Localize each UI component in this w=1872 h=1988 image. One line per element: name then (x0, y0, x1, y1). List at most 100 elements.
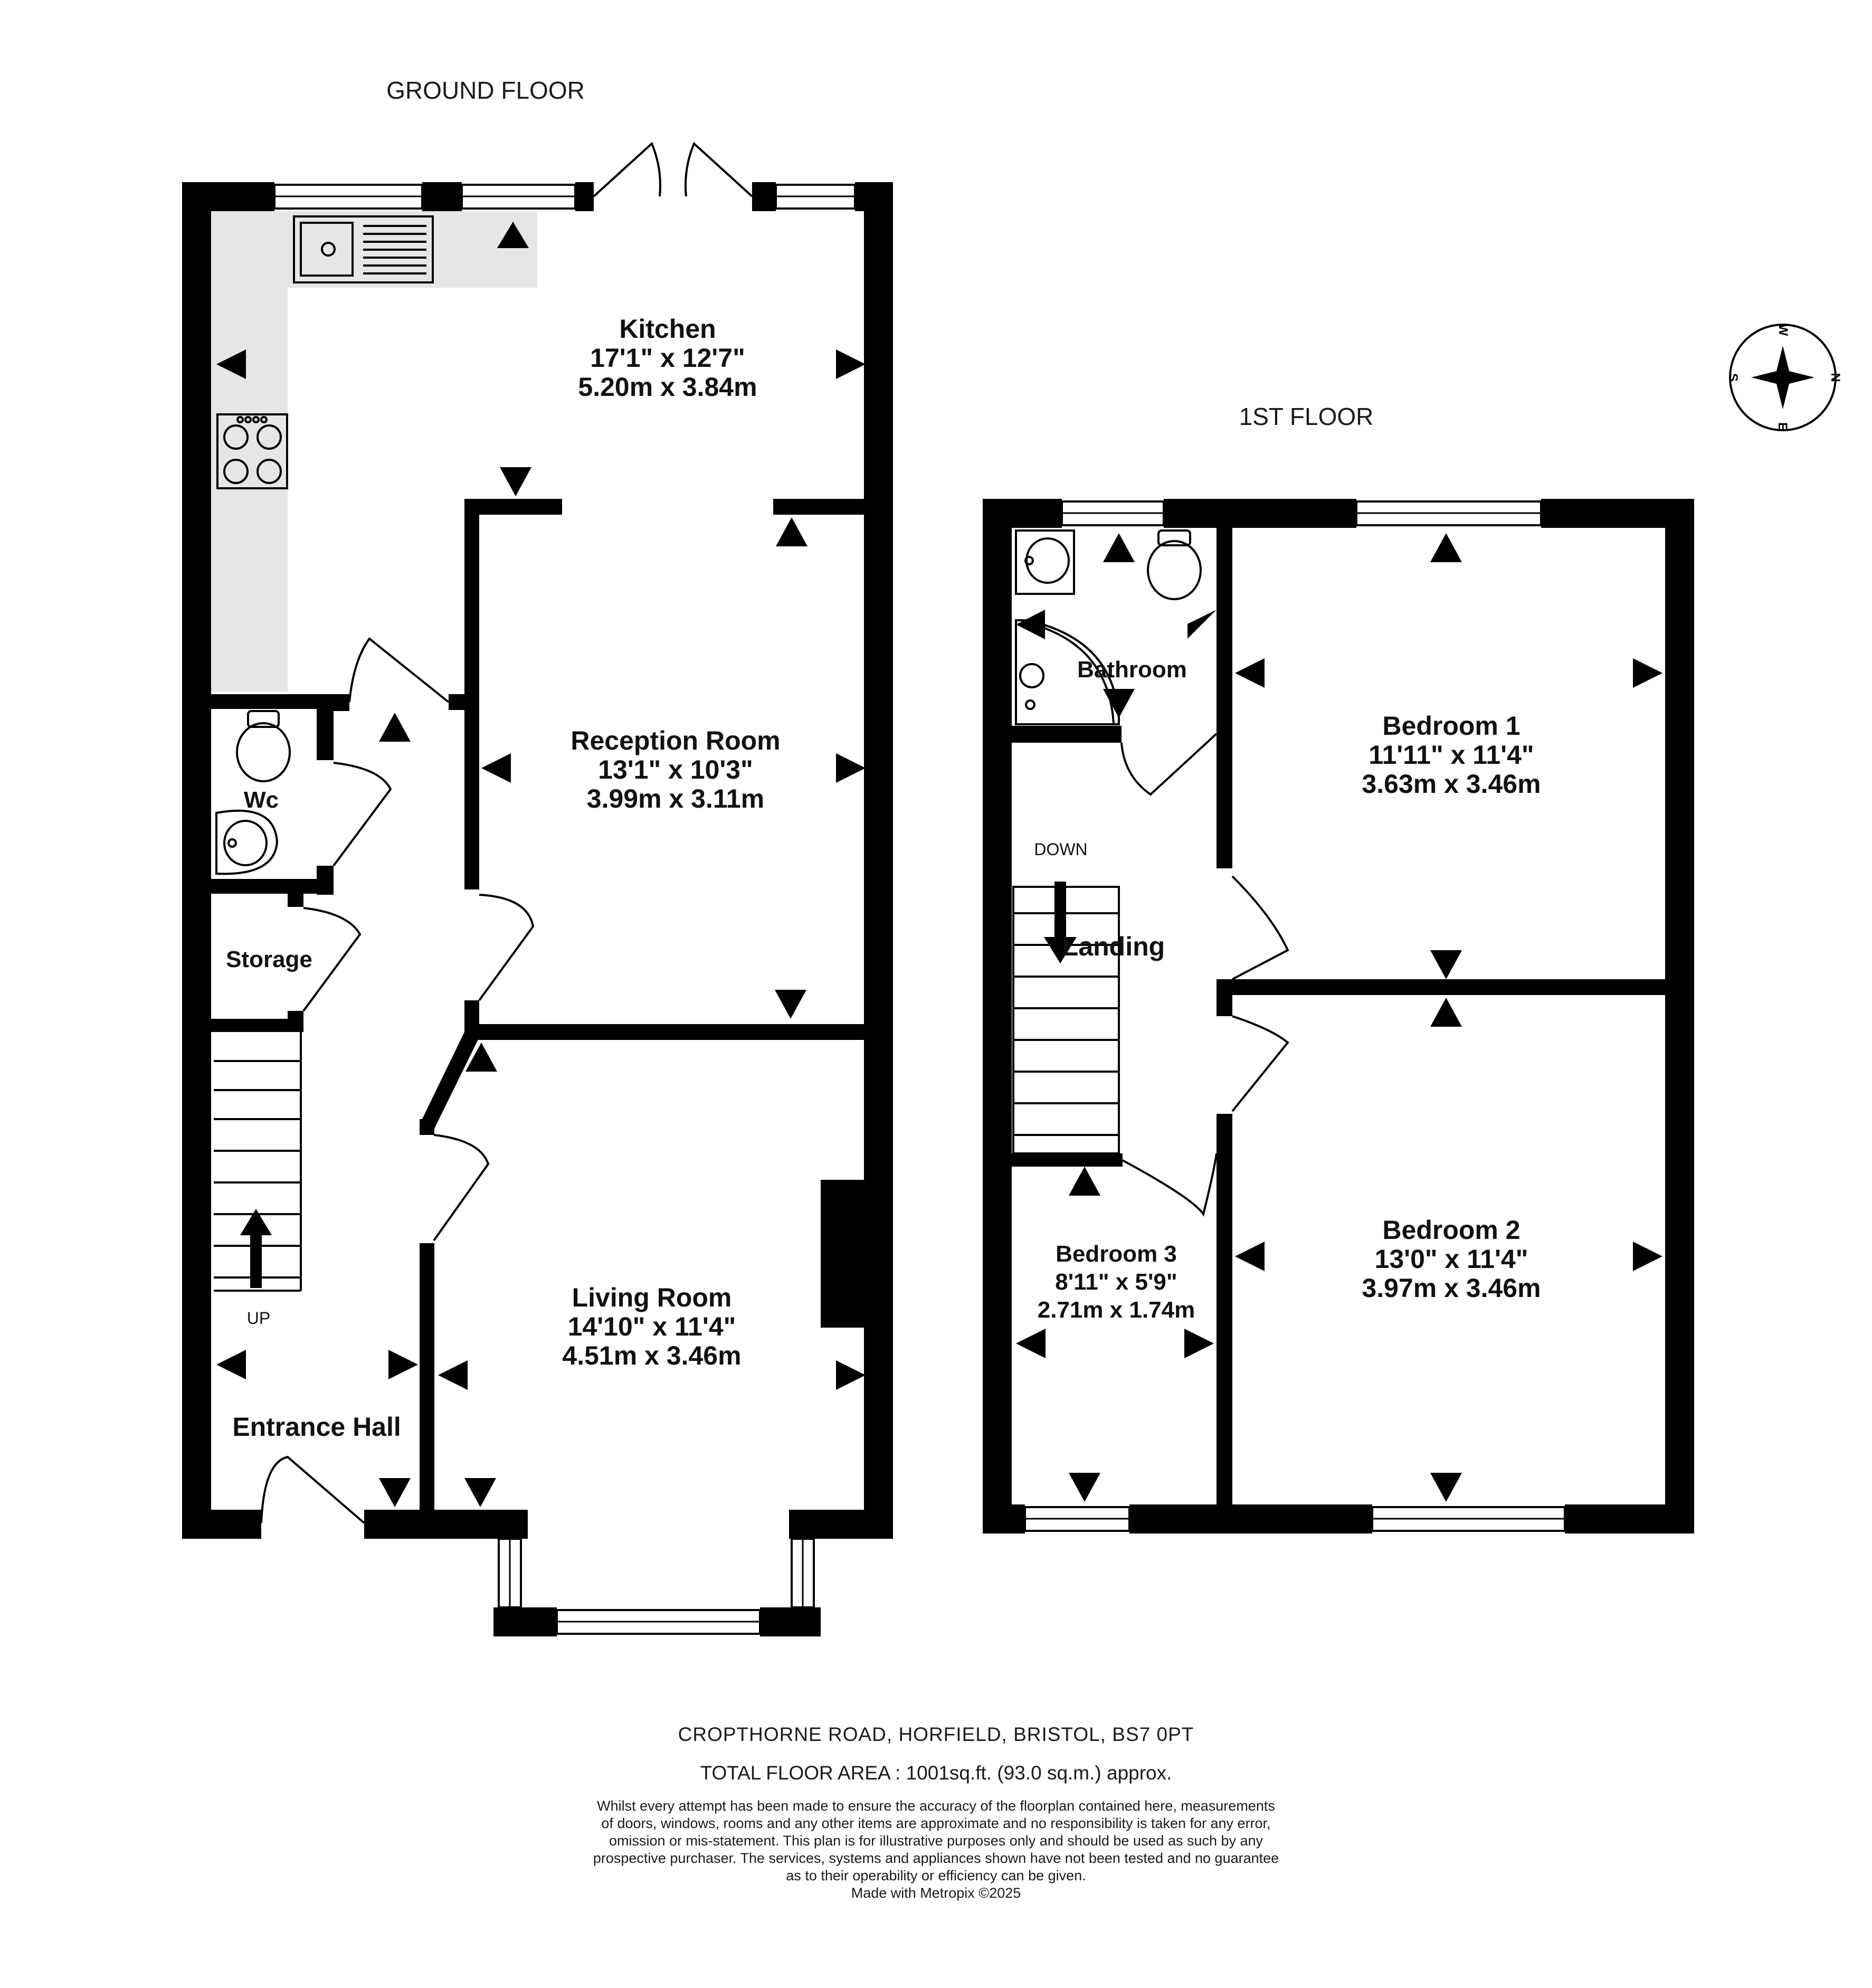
compass-north: N (1828, 373, 1842, 382)
room-label-landing: Landing (1062, 932, 1165, 961)
room-dim-kitchen: 17'1" x 12'7" (590, 343, 745, 373)
disclaimer-line: of doors, windows, rooms and any other i… (601, 1815, 1271, 1831)
bedroom-3-door (1122, 1153, 1218, 1217)
compass-west: W (1776, 324, 1790, 336)
total-floor-area: TOTAL FLOOR AREA : 1001sq.ft. (93.0 sq.m… (700, 1762, 1172, 1784)
bedroom-divider-wall (1217, 979, 1665, 995)
first-south-wall-segment (1565, 1504, 1694, 1533)
disclaimer-line: prospective purchaser. The services, sys… (593, 1850, 1279, 1866)
storage-east-wall (288, 894, 303, 907)
stairs-down (1012, 882, 1120, 1154)
room-dim-bedroom-2: 13'0" x 11'4" (1375, 1244, 1528, 1274)
measurement-arrows (1016, 533, 1662, 1502)
room-dim-reception: 13'1" x 10'3" (598, 755, 753, 784)
room-label-kitchen: Kitchen (619, 314, 716, 344)
north-wall-segment (855, 182, 893, 211)
kitchen-side-counter (211, 211, 288, 692)
front-door (260, 1455, 365, 1524)
room-dim-bedroom-3-metric: 2.71m x 1.74m (1038, 1297, 1195, 1323)
room-dim-living-metric: 4.51m x 3.46m (562, 1341, 741, 1370)
disclaimer-line: omission or mis-statement. This plan is … (609, 1833, 1263, 1849)
living-west-wall (420, 1243, 434, 1539)
ground-west-wall (182, 182, 211, 1539)
bedroom-1-window (1355, 500, 1542, 526)
room-label-storage: Storage (226, 946, 312, 972)
bath-basin-icon (1015, 529, 1075, 595)
room-label-bedroom-2: Bedroom 2 (1382, 1215, 1520, 1245)
kitchen-window (273, 184, 423, 210)
wc-south-wall (211, 879, 334, 894)
first-north-wall-segment (1541, 499, 1694, 528)
bedroom-2-window (1371, 1506, 1566, 1532)
reception-door (478, 894, 535, 1001)
first-north-wall-segment (1319, 499, 1356, 528)
kitchen-reception-wall (773, 499, 866, 515)
credit: Made with Metropix ©2025 (851, 1885, 1021, 1901)
room-dim-bedroom-2-metric: 3.97m x 3.46m (1362, 1273, 1541, 1303)
french-doors (593, 141, 753, 197)
room-dim-living: 14'10" x 11'4" (568, 1312, 736, 1341)
wc-east-wall (317, 694, 334, 760)
living-angled-wall (420, 1032, 479, 1130)
compass-icon: W N E S (1726, 324, 1842, 431)
room-label-bathroom: Bathroom (1077, 657, 1187, 683)
storage-door (302, 907, 362, 1012)
bedroom-3-window (1024, 1506, 1130, 1532)
first-floor-title: 1ST FLOOR (1239, 403, 1374, 430)
kitchen-reception-wall (464, 499, 562, 515)
room-label-entrance-hall: Entrance Hall (232, 1412, 401, 1442)
first-east-wall (1665, 499, 1694, 1533)
kitchen-window (775, 184, 856, 210)
living-west-wall (420, 1119, 434, 1135)
south-wall-segment (182, 1510, 261, 1539)
first-west-wall (983, 499, 1012, 1533)
bedroom-2-west-wall (1217, 1114, 1232, 1507)
stairs-up-label: UP (247, 1309, 270, 1328)
room-dim-bedroom-3: 8'11" x 5'9" (1055, 1269, 1177, 1295)
disclaimer-line: as to their operability or efficiency ca… (786, 1868, 1086, 1883)
first-south-wall-segment (983, 1504, 1025, 1533)
bay-window (493, 1510, 821, 1636)
bathroom-east-wall (1217, 499, 1232, 868)
bathroom-door (1120, 733, 1218, 796)
wc-door (332, 762, 392, 867)
first-north-wall-segment (983, 499, 1062, 528)
ground-east-wall (864, 182, 893, 1539)
compass-east: E (1775, 422, 1790, 431)
room-label-bedroom-3: Bedroom 3 (1056, 1241, 1177, 1267)
reception-living-wall (464, 1024, 866, 1040)
room-dim-reception-metric: 3.99m x 3.11m (587, 784, 764, 813)
disclaimer: Whilst every attempt has been made to en… (0, 1797, 1872, 1902)
bedroom-3-north-wall (1012, 1153, 1123, 1167)
chimney-breast (821, 1180, 866, 1328)
living-room-door (433, 1134, 490, 1242)
bathroom-south-wall (1012, 726, 1122, 743)
bath-toilet-icon (1147, 529, 1202, 600)
property-address: CROPTHORNE ROAD, HORFIELD, BRISTOL, BS7 … (678, 1724, 1194, 1745)
kitchen-hall-door (334, 637, 479, 711)
kitchen-window (461, 184, 576, 210)
basin-icon (215, 809, 279, 875)
first-floor-plan: DOWN Bathroom Bedroom 1 11'11" x 11'4" 3… (983, 499, 1694, 1533)
bedroom-2-door (1231, 1015, 1289, 1112)
stairs-up (214, 1032, 302, 1292)
disclaimer-line: Whilst every attempt has been made to en… (597, 1798, 1275, 1814)
north-wall-segment (752, 182, 776, 211)
ground-floor-plan: Wc Storage UP (182, 141, 893, 1636)
room-label-reception: Reception Room (571, 726, 780, 755)
compass-south: S (1726, 373, 1740, 382)
toilet-icon (236, 710, 291, 782)
bedroom-1-west-wall (1217, 979, 1232, 1016)
stairs-down-label: DOWN (1034, 840, 1087, 859)
first-south-wall-segment (1129, 1504, 1372, 1533)
room-label-living: Living Room (572, 1283, 732, 1312)
storage-east-wall (288, 1011, 303, 1032)
north-wall-segment (182, 182, 274, 211)
room-dim-bedroom-1: 11'11" x 11'4" (1369, 740, 1534, 770)
measurement-arrows (216, 222, 866, 1507)
ground-floor-title: GROUND FLOOR (386, 77, 585, 104)
sink-icon (293, 215, 434, 283)
bedroom-1-door (1231, 875, 1289, 980)
north-wall-segment (575, 182, 594, 211)
